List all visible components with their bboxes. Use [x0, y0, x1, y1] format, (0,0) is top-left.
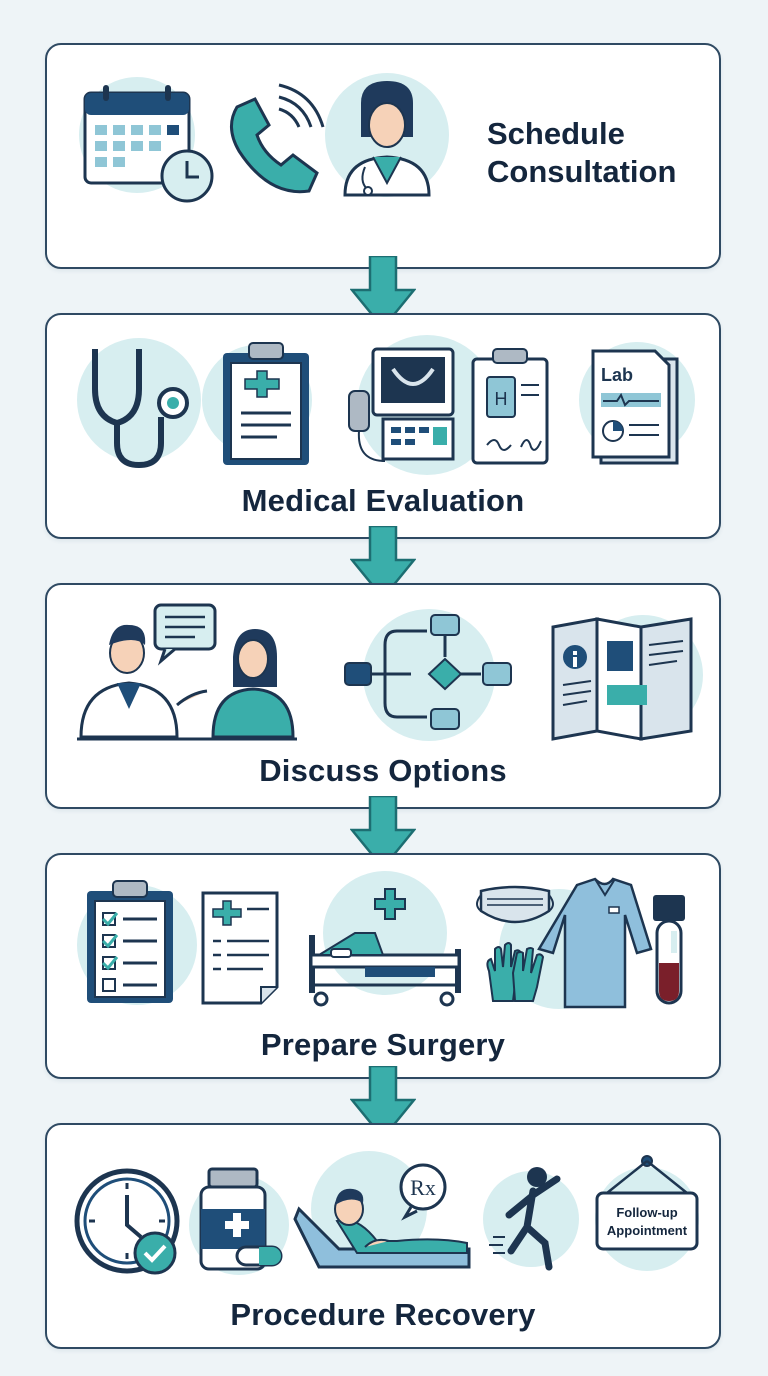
down-arrow-icon [350, 1066, 416, 1140]
hospital-bed-icon [309, 871, 461, 1007]
step3-title: Discuss Options [259, 753, 507, 788]
ultrasound-machine-icon [348, 335, 497, 475]
info-brochure-icon [551, 615, 703, 741]
down-arrow-icon [350, 526, 416, 600]
step-card-prepare-surgery: Prepare Surgery [45, 853, 721, 1079]
sign-line-1: Follow-up [616, 1205, 677, 1220]
step1-title-line2: Consultation [487, 154, 677, 189]
patient-chart-icon: H [471, 348, 549, 465]
step-card-procedure-recovery: Rx Follow-up Appointment Procedure Recov… [45, 1123, 721, 1349]
stethoscope-icon [77, 338, 201, 469]
step-card-schedule-consultation: Schedule Consultation [45, 43, 721, 269]
step4-title: Prepare Surgery [260, 1027, 506, 1062]
step-card-discuss-options: Discuss Options [45, 583, 721, 809]
surgical-mask-gloves-gown-icon [476, 877, 653, 1009]
doctor-patient-conversation-icon [77, 603, 297, 741]
step5-icon-row: Rx Follow-up Appointment [74, 1151, 699, 1275]
medication-bottle-icon [189, 1167, 289, 1275]
medical-clipboard-icon [202, 342, 312, 465]
step1-title-line1: Schedule [487, 116, 625, 151]
patient-resting-icon: Rx [293, 1151, 471, 1269]
step2-title: Medical Evaluation [241, 483, 525, 518]
doctor-icon [325, 73, 449, 197]
step3-icon-row [77, 603, 703, 741]
clock-check-icon [74, 1168, 180, 1275]
step1-icon-row [79, 73, 449, 203]
step4-icon-row [77, 871, 685, 1009]
blood-tube-icon [653, 895, 685, 1005]
step1-title: Schedule Consultation [487, 115, 717, 191]
medical-document-icon [201, 891, 279, 1005]
walking-person-icon [483, 1167, 579, 1271]
step2-icon-row: H Lab [77, 335, 695, 475]
step5-title: Procedure Recovery [230, 1297, 536, 1332]
calendar-clock-icon [79, 77, 214, 203]
follow-up-sign-icon: Follow-up Appointment [595, 1155, 699, 1271]
lab-label: Lab [601, 365, 633, 385]
checklist-clipboard-icon [77, 880, 197, 1005]
down-arrow-icon [350, 256, 416, 330]
down-arrow-icon [350, 796, 416, 870]
step-card-medical-evaluation: H Lab Medical Evaluation [45, 313, 721, 539]
lab-report-icon: Lab [579, 342, 695, 465]
sign-line-2: Appointment [607, 1223, 688, 1238]
phone-icon [230, 83, 325, 194]
decision-flowchart-icon [344, 609, 512, 741]
svg-text:H: H [495, 389, 508, 409]
rx-label: Rx [410, 1175, 436, 1200]
